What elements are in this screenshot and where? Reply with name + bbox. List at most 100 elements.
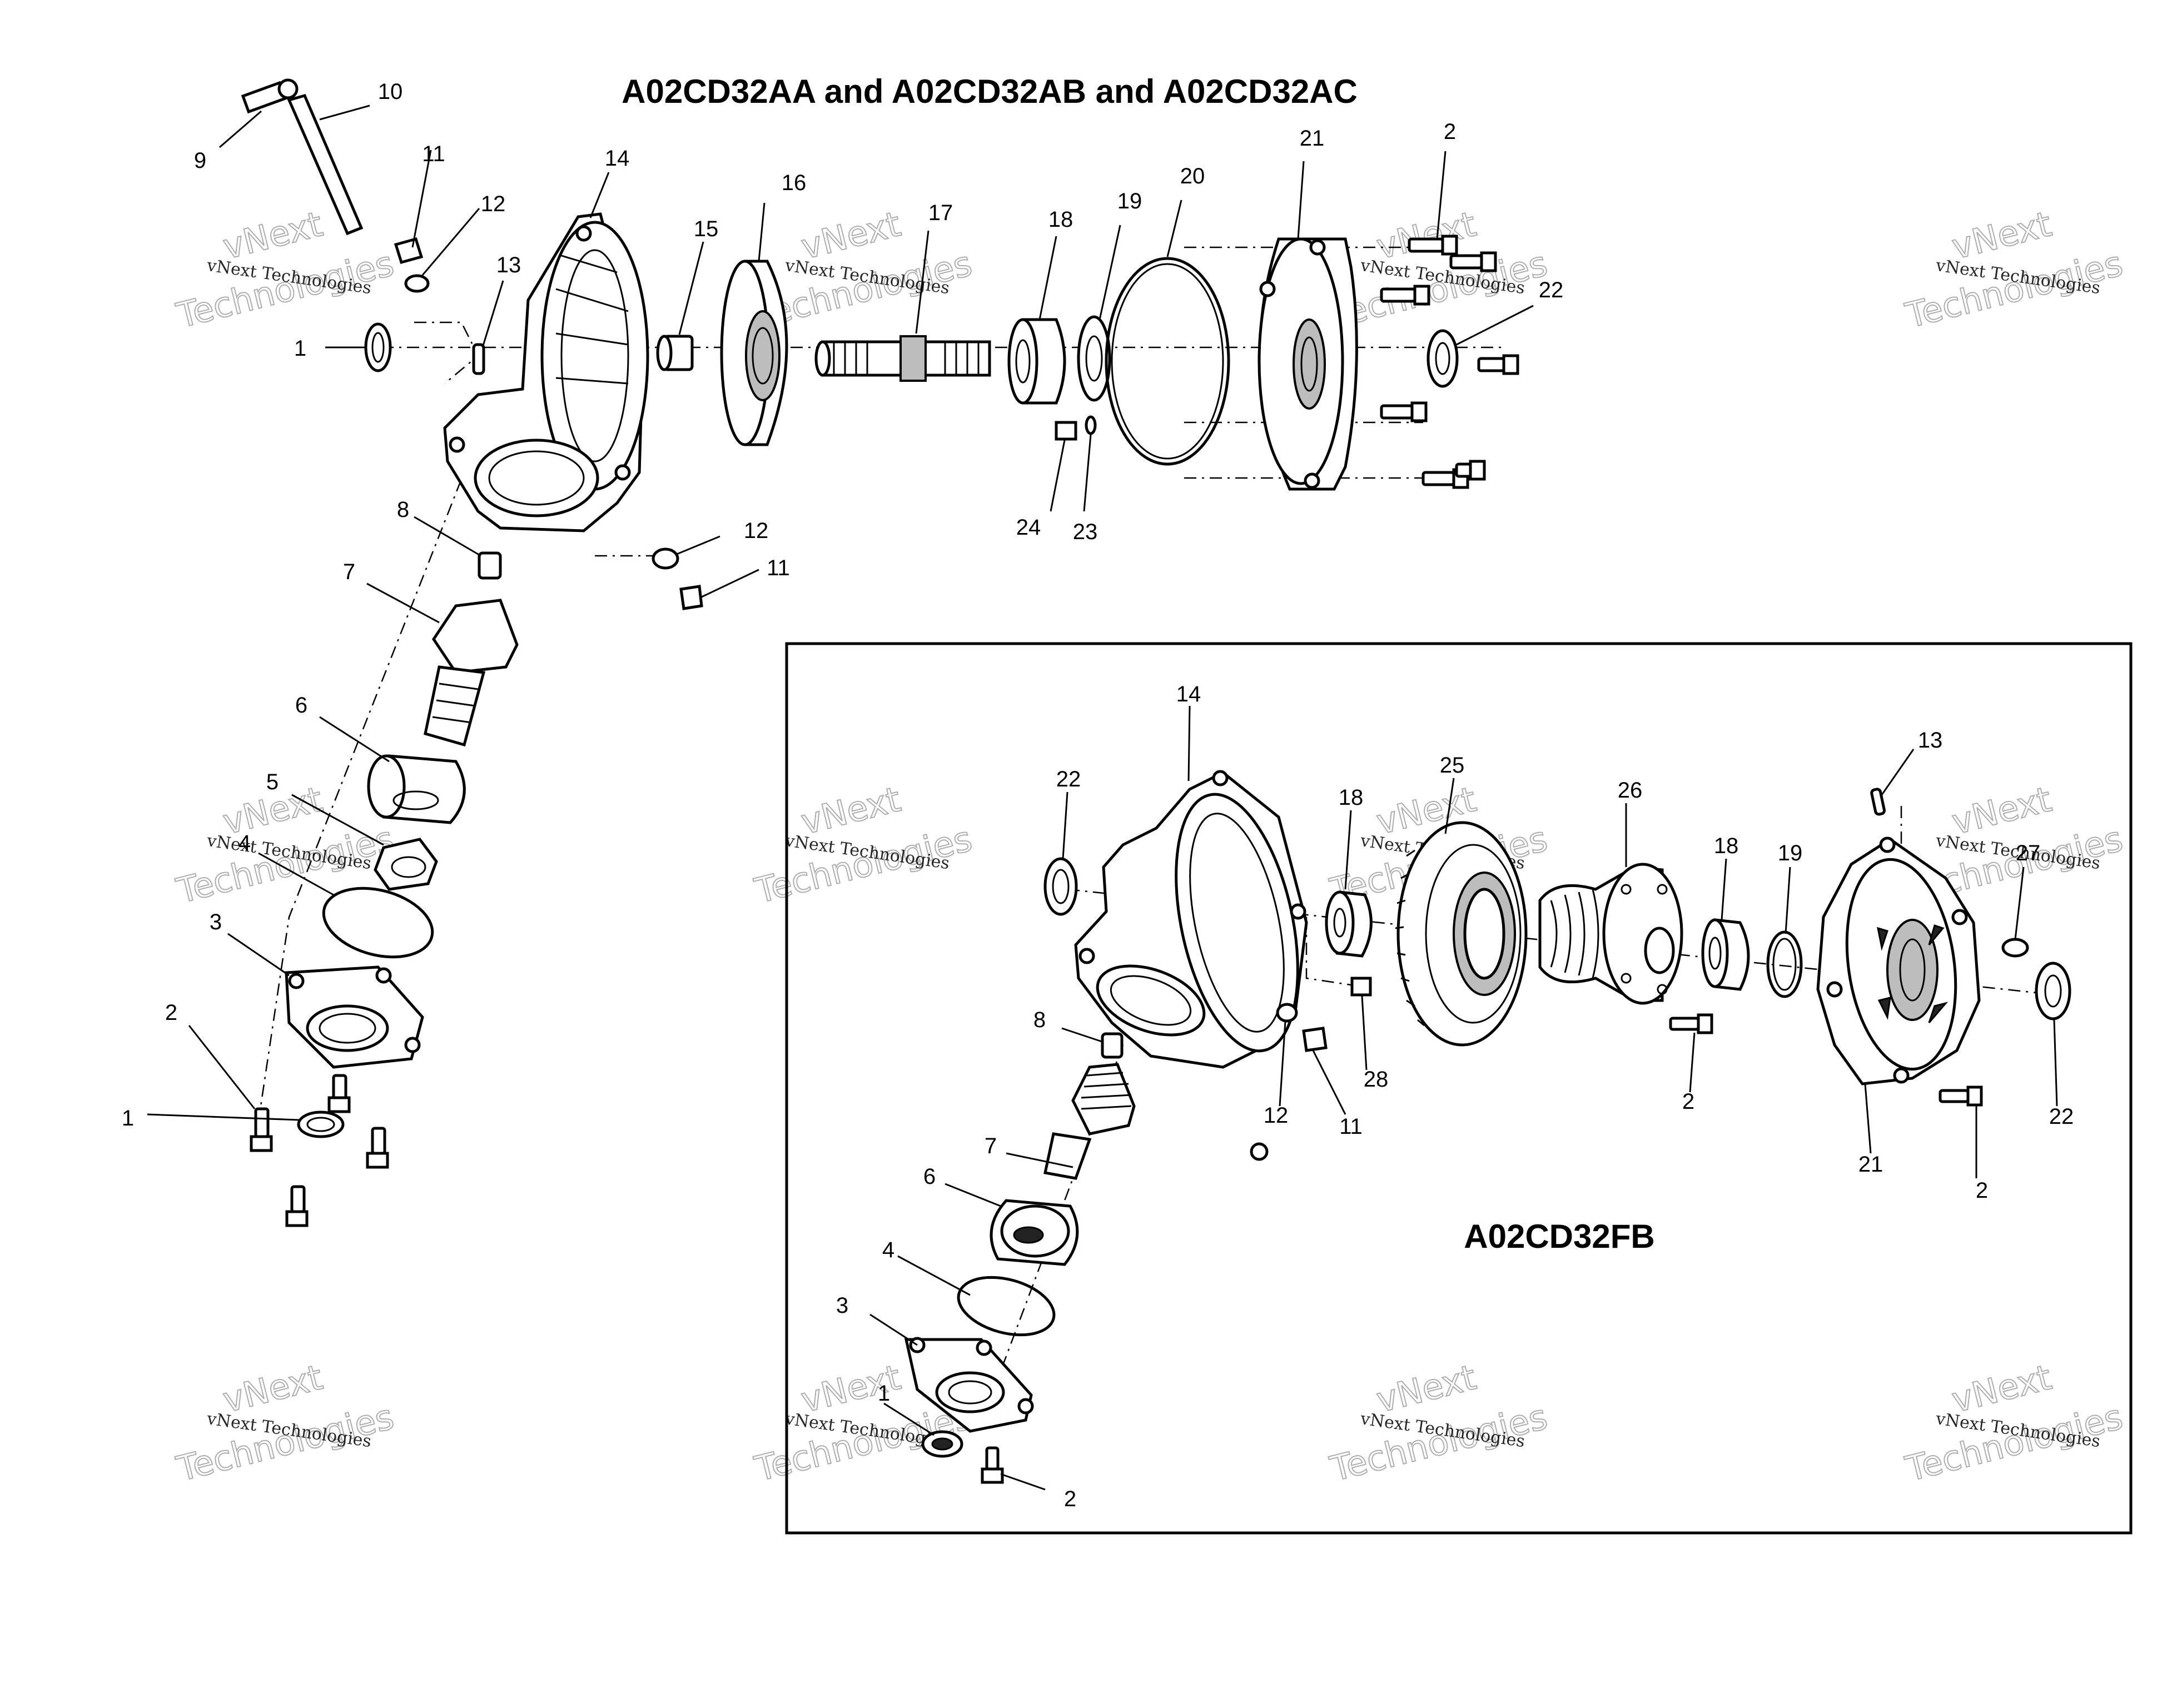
callout-12: 12: [744, 519, 769, 543]
plug-11: [679, 585, 703, 610]
callout-9: 9: [194, 148, 206, 173]
watermark-big-1: vNext: [219, 203, 326, 267]
bearing-18: [1701, 918, 1750, 991]
watermark-big-1: vNext: [219, 1357, 326, 1421]
callout-25: 25: [1440, 753, 1465, 778]
callout-17: 17: [928, 201, 953, 225]
bolt-2: [366, 1127, 389, 1169]
callout-22: 22: [2049, 1104, 2074, 1129]
callout-12: 12: [1264, 1103, 1289, 1128]
callout-14: 14: [605, 146, 630, 171]
bolt-2: [285, 1185, 309, 1227]
callout-5: 5: [266, 770, 279, 794]
watermark-big-1: vNext: [1948, 203, 2055, 267]
callout-13: 13: [496, 253, 521, 277]
top-assembly: [241, 78, 1519, 1227]
seal-1: [364, 322, 392, 372]
dowel-pin-13: [1870, 788, 1886, 816]
seal-22: [2035, 962, 2071, 1020]
callout-18: 18: [1339, 785, 1364, 810]
watermark-big-1: vNext: [1373, 1357, 1480, 1421]
bushing-8: [1101, 1032, 1124, 1059]
callout-19: 19: [1778, 841, 1803, 865]
ring-gear-16: [720, 260, 788, 446]
bushing-8: [478, 551, 502, 580]
axis-line: [1305, 917, 1363, 988]
bolt-2: [1380, 401, 1428, 422]
washer-12: [404, 274, 430, 293]
gear-housing-14: [1074, 770, 1308, 1069]
inset-callouts: 22 14 18 25 26 18 19 13 27 22 2 21 2 28 …: [836, 682, 2074, 1511]
callout-7: 7: [343, 560, 355, 584]
o-ring-4: [957, 1276, 1056, 1337]
bolt-2: [1380, 285, 1430, 306]
callout-26: 26: [1618, 778, 1643, 803]
callout-13: 13: [1918, 728, 1943, 753]
callout-20: 20: [1180, 164, 1205, 188]
callout-16: 16: [782, 171, 807, 195]
callout-4: 4: [238, 831, 251, 855]
inset-model-title: A02CD32FB: [1464, 1218, 1654, 1255]
callout-11: 11: [767, 556, 790, 580]
watermark: vNext Technologies vNext Technologies: [1901, 203, 2127, 337]
watermark: vNext Technologies vNext Technologies: [1901, 1356, 2127, 1490]
watermark: vNext Technologies vNext Technologies: [750, 778, 976, 912]
gear-housing-14: [443, 212, 649, 532]
bolt-2: [1449, 251, 1497, 272]
washer-12: [1276, 1003, 1298, 1023]
callout-28: 28: [1364, 1067, 1389, 1092]
dowel-pin-13: [472, 343, 485, 375]
watermark-big-1: vNext: [797, 203, 904, 267]
callout-22: 22: [1539, 278, 1564, 302]
callout-21: 21: [1300, 126, 1325, 151]
callout-1: 1: [878, 1381, 890, 1406]
shim-19: [1077, 315, 1111, 402]
breather-hose-10: [287, 93, 364, 236]
watermark: vNext Technologies vNext Technologies: [1325, 1356, 1552, 1490]
callout-6: 6: [923, 1164, 936, 1189]
bearing-cap-3: [904, 1337, 1034, 1433]
washer-23: [1085, 415, 1097, 435]
top-leader-lines: [147, 104, 1534, 1121]
plug-28: [1350, 977, 1372, 997]
cover-21: [1258, 237, 1358, 491]
callout-2: 2: [1064, 1487, 1076, 1511]
callout-2: 2: [1444, 119, 1456, 144]
washer-27: [2001, 938, 2029, 958]
inset-frame: [785, 642, 2133, 1535]
plug-11: [1302, 1027, 1328, 1052]
top-model-title: A02CD32AA and A02CD32AB and A02CD32AC: [622, 73, 1358, 110]
callout-11: 11: [1339, 1114, 1363, 1139]
watermark-big-1: vNext: [1948, 779, 2055, 843]
callout-7: 7: [985, 1134, 997, 1158]
bearing-cap-3: [285, 965, 424, 1069]
callout-2: 2: [165, 1000, 177, 1025]
callout-3: 3: [210, 910, 222, 934]
top-callouts: 9 10 11 12 13 1 14 15 16 17 18 19 20 21 …: [122, 79, 1563, 1131]
bearing-6: [990, 1199, 1079, 1266]
bearing-18: [1007, 318, 1066, 405]
callout-1: 1: [122, 1106, 134, 1131]
callout-19: 19: [1117, 189, 1142, 213]
pinion-shaft-7: [1043, 1063, 1136, 1180]
callout-8: 8: [397, 497, 409, 522]
callout-18: 18: [1714, 834, 1739, 858]
callout-6: 6: [295, 693, 307, 718]
callout-27: 27: [2016, 841, 2041, 865]
watermark: vNext Technologies vNext Technologies: [172, 778, 398, 912]
callout-23: 23: [1073, 520, 1098, 544]
callout-22: 22: [1056, 767, 1081, 791]
axis-line: [414, 321, 479, 384]
output-shaft-17: [814, 335, 991, 382]
seal-22: [1043, 857, 1078, 916]
bearing-6: [367, 754, 466, 824]
shim-19: [1766, 930, 1803, 998]
inset-leader-lines: [869, 705, 2058, 1491]
watermark: vNext Technologies vNext Technologies: [172, 203, 398, 337]
callout-18: 18: [1048, 207, 1073, 232]
bolt-2: [327, 1074, 351, 1113]
watermark: vNext Technologies vNext Technologies: [172, 1356, 398, 1490]
o-ring-4: [322, 887, 434, 959]
seal-1: [297, 1111, 345, 1138]
